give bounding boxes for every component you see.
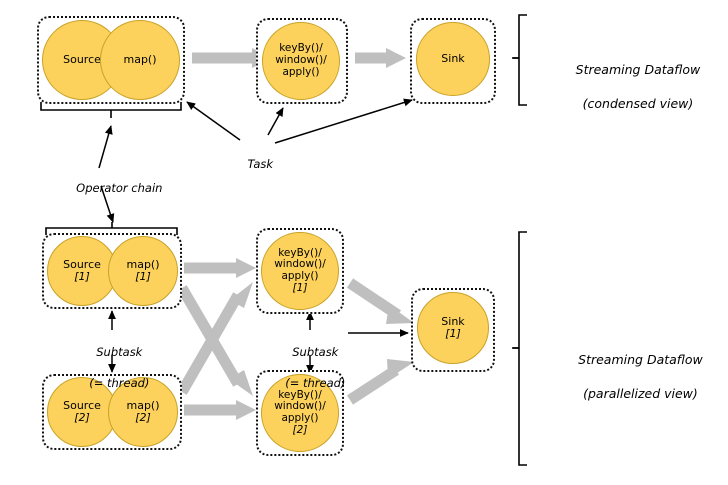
node-sink1-index: [1]: [445, 327, 461, 340]
annotation-subtask-right-line1: Subtask: [292, 344, 339, 359]
node-window-label-line3: apply(): [282, 65, 320, 78]
side-label-parallel-line1: Streaming Dataflow: [578, 351, 703, 367]
annotation-task-text: Task: [247, 156, 274, 171]
node-window-label-line2: window()/: [275, 54, 327, 67]
node-source1-label: Source: [63, 257, 101, 271]
flow-arrow-window-to-sink: [355, 48, 406, 68]
annotation-subtask-left: Subtask (= thread): [62, 329, 162, 407]
node-window1-label-line3: apply(): [281, 270, 319, 282]
node-window1-label-line2: window()/: [274, 258, 326, 271]
side-label-condensed-line2: (condensed view): [582, 95, 694, 111]
bracket-operator-chain: [40, 102, 182, 118]
annotation-arrow-operatorchain-up: [98, 125, 113, 169]
node-source1[interactable]: Source [1]: [47, 236, 117, 306]
node-map1-index: [1]: [135, 270, 151, 283]
annotation-subtask-right: Subtask (= thread): [258, 329, 358, 407]
node-source1-index: [1]: [74, 270, 90, 283]
annotation-operator-chain: Operator chain: [52, 165, 172, 212]
node-sink1-label: Sink: [441, 314, 465, 328]
node-window2-index: [2]: [292, 423, 308, 436]
flow-arrow-source2-to-window1: [177, 282, 253, 395]
annotation-subtask-left-line2: (= thread): [89, 375, 150, 390]
node-window2-label-line1: keyBy()/: [278, 388, 322, 401]
node-source2-index: [2]: [74, 411, 90, 424]
node-map2-index: [2]: [135, 411, 151, 424]
flow-arrow-source2-to-window2: [184, 400, 256, 420]
node-map1[interactable]: map() [1]: [108, 236, 178, 306]
node-map-condensed[interactable]: map(): [100, 20, 180, 100]
node-map2-label: map(): [126, 398, 160, 412]
annotation-arrow-task-to-sink: [274, 98, 413, 144]
annotation-arrow-task-to-source: [186, 101, 241, 141]
side-label-parallel-line2: (parallelized view): [583, 385, 698, 401]
node-map1-label: map(): [126, 257, 160, 271]
flow-arrow-source1-to-window1: [184, 258, 256, 278]
annotation-subtask-right-line2: (= thread): [285, 375, 346, 390]
side-label-condensed-line1: Streaming Dataflow: [575, 61, 701, 77]
bracket-operator-chain-parallel: [45, 222, 178, 235]
node-sink-label: Sink: [441, 51, 465, 65]
bracket-condensed: [512, 14, 527, 106]
node-sink1[interactable]: Sink [1]: [417, 292, 489, 364]
node-window1-label-line1: keyBy()/: [278, 246, 322, 259]
node-map-label: map(): [123, 52, 157, 66]
annotation-arrow-operatorchain-down: [100, 185, 115, 223]
flow-arrow-window1-to-sink1: [346, 278, 414, 324]
annotation-subtask-left-line1: Subtask: [96, 344, 143, 359]
flow-arrow-window2-to-sink1: [346, 359, 414, 405]
node-window-label-line1: keyBy()/: [279, 42, 323, 55]
annotation-arrow-task-to-window: [267, 107, 284, 136]
node-window1[interactable]: keyBy()/ window()/ apply() [1]: [261, 232, 339, 310]
node-source-label: Source: [63, 52, 101, 66]
side-label-condensed: Streaming Dataflow (condensed view): [540, 45, 720, 129]
node-source2[interactable]: Source [2]: [47, 377, 117, 447]
bracket-parallel: [512, 231, 527, 466]
node-window2[interactable]: keyBy()/ window()/ apply() [2]: [261, 374, 339, 452]
node-window2-label-line3: apply(): [281, 412, 319, 424]
annotation-operator-chain-text: Operator chain: [76, 180, 163, 195]
node-window1-index: [1]: [292, 281, 308, 294]
node-source2-label: Source: [63, 398, 101, 412]
side-label-parallel: Streaming Dataflow (parallelized view): [540, 335, 725, 419]
node-map2[interactable]: map() [2]: [108, 377, 178, 447]
node-sink-condensed[interactable]: Sink: [416, 22, 490, 96]
annotation-task: Task: [228, 141, 278, 188]
node-window2-label-line2: window()/: [274, 400, 326, 413]
node-window-condensed[interactable]: keyBy()/ window()/ apply(): [262, 22, 340, 100]
